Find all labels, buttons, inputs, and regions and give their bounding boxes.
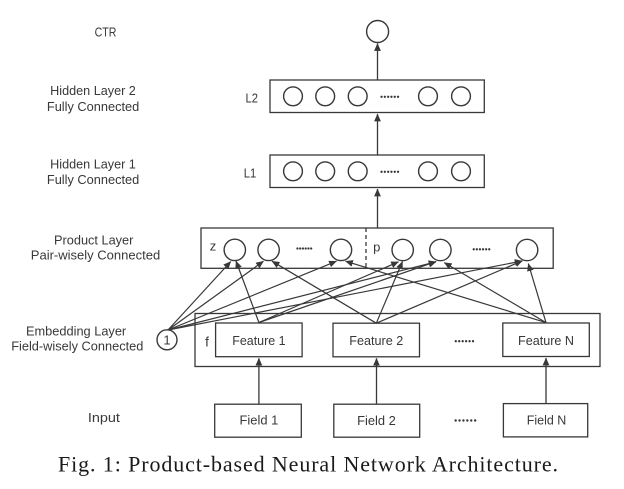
svg-text:CTR: CTR (95, 25, 117, 40)
svg-text:Field N: Field N (527, 413, 567, 428)
svg-text:Pair-wisely Connected: Pair-wisely Connected (31, 247, 160, 262)
svg-text:Fully Connected: Fully Connected (47, 99, 139, 114)
svg-text:Feature 2: Feature 2 (349, 333, 403, 348)
svg-text:Feature 1: Feature 1 (232, 333, 285, 348)
svg-text:Product Layer: Product Layer (54, 233, 134, 248)
svg-text:f: f (205, 335, 209, 350)
svg-text:1: 1 (163, 333, 170, 348)
svg-text:Hidden Layer 1: Hidden Layer 1 (50, 156, 136, 171)
svg-text:Hidden Layer 2: Hidden Layer 2 (50, 83, 136, 98)
svg-text:z: z (210, 239, 217, 254)
svg-text:Fig. 1: Product-based Neural N: Fig. 1: Product-based Neural Network Arc… (58, 452, 558, 477)
svg-text:Field-wisely Connected: Field-wisely Connected (11, 339, 143, 354)
svg-text:Embedding Layer: Embedding Layer (26, 323, 127, 338)
svg-text:Input: Input (88, 410, 121, 425)
svg-text:p: p (373, 239, 380, 254)
svg-text:Feature N: Feature N (518, 333, 574, 348)
svg-text:Field 2: Field 2 (357, 413, 396, 428)
svg-text:L2: L2 (246, 91, 259, 106)
svg-text:Fully Connected: Fully Connected (47, 172, 139, 187)
svg-text:L1: L1 (244, 166, 257, 181)
svg-text:Field 1: Field 1 (240, 413, 279, 428)
